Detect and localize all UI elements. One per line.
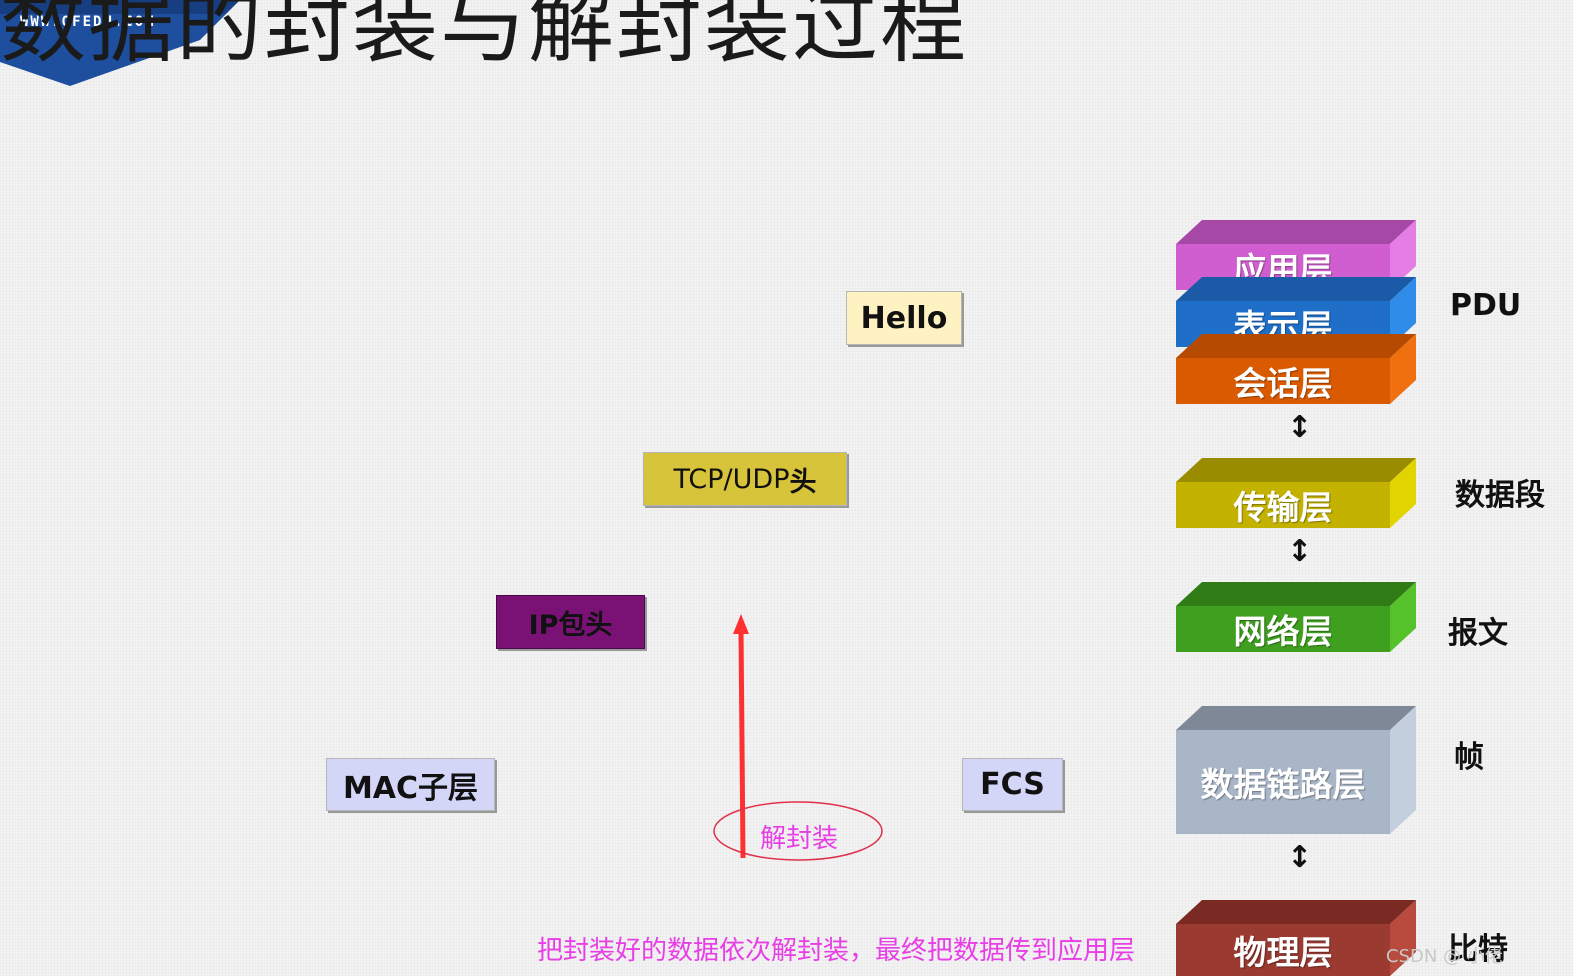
layer-top (1176, 900, 1416, 924)
layer-transport: 传输层 (1176, 458, 1416, 528)
pdu-label: PDU (1450, 288, 1522, 323)
ip-header-box: IP包头 (496, 595, 645, 649)
decapsulation-label: 解封装 (760, 824, 839, 854)
tcp-udp-head-label: 头 (789, 466, 817, 498)
layer-label: 会话层 (1176, 358, 1390, 404)
layer-label: 网络层 (1176, 606, 1390, 652)
layer-label: 传输层 (1176, 482, 1390, 528)
decapsulation-arrow-icon (713, 614, 883, 861)
layer-top (1176, 706, 1416, 730)
layer-data-link: 数据链路层 (1176, 706, 1416, 834)
updown-arrow-icon: ↕ (1287, 410, 1313, 445)
pdu-segment-label: 数据段 (1455, 478, 1545, 513)
page-title: 数据的封装与解封装过程 (0, 0, 968, 75)
layer-side (1390, 706, 1416, 834)
fcs-box: FCS (962, 758, 1063, 811)
layer-label: 物理层 (1176, 924, 1390, 976)
pdu-frame-label: 帧 (1454, 740, 1484, 775)
updown-arrow-icon: ↕ (1287, 534, 1313, 569)
pdu-packet-label: 报文 (1448, 616, 1508, 651)
layer-top (1176, 277, 1416, 301)
watermark: CSDN @ 小佬 (1386, 946, 1503, 967)
layer-physical: 物理层 (1176, 900, 1416, 976)
logo-shape-icon (0, 0, 240, 86)
layer-top (1176, 220, 1416, 244)
tcp-udp-label: TCP/UDP (673, 463, 790, 495)
layer-top (1176, 582, 1416, 606)
logo (0, 0, 240, 90)
layer-label: 数据链路层 (1176, 730, 1390, 834)
mac-sublayer-box: MAC子层 (326, 758, 495, 811)
logo-url: WWW.QFEDU.COM (20, 14, 156, 30)
pdu-bit-label: 比特 (1448, 932, 1508, 967)
layer-network: 网络层 (1176, 582, 1416, 652)
updown-arrow-icon: ↕ (1287, 840, 1313, 875)
layer-session: 会话层 (1176, 334, 1416, 404)
layer-top (1176, 458, 1416, 482)
caption-text: 把封装好的数据依次解封装，最终把数据传到应用层 (537, 936, 1136, 966)
layer-top (1176, 334, 1416, 358)
hello-box: Hello (846, 291, 962, 345)
